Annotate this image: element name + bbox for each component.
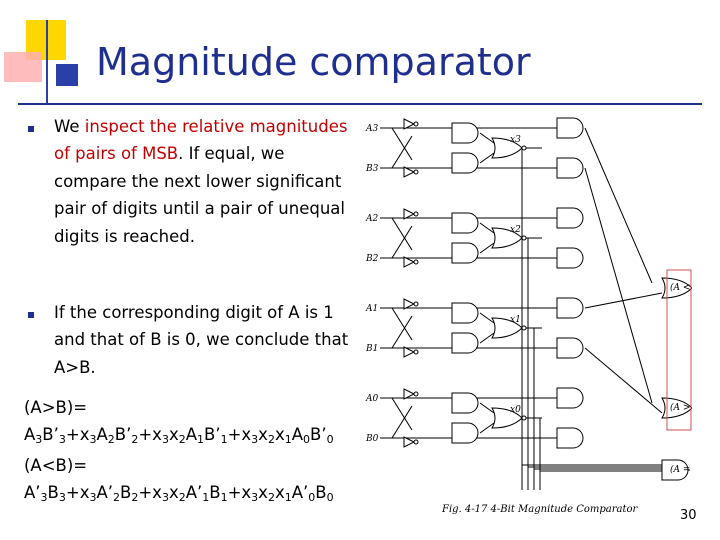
output-label-gt: (A > B) xyxy=(670,402,692,413)
and-gate xyxy=(556,337,584,359)
and-gate xyxy=(451,422,479,444)
input-label-a1: A1 xyxy=(365,304,378,314)
figure-caption: Fig. 4-17 4-Bit Magnitude Comparator xyxy=(441,504,639,515)
slide-title: Magnitude comparator xyxy=(96,40,531,84)
and-gate xyxy=(556,297,584,319)
or-gate-lt xyxy=(661,277,692,299)
nor-gate xyxy=(491,137,523,159)
gt-label: (A>B)= xyxy=(24,398,88,417)
x-label-x0: x0 xyxy=(510,405,521,415)
output-label-eq: (A = B) xyxy=(670,464,692,475)
x-label-x1: x1 xyxy=(510,315,521,325)
decor-vertical-line xyxy=(46,20,48,104)
output-highlight-box xyxy=(666,269,692,431)
not-gate xyxy=(403,118,416,130)
and-gate xyxy=(451,242,479,264)
and-gate xyxy=(556,427,584,449)
output-label-lt: (A < B) xyxy=(670,282,692,293)
bullet-marker-2 xyxy=(28,312,34,318)
and-gate-eq xyxy=(661,459,689,481)
input-label-a2: A2 xyxy=(365,214,378,224)
not-gate xyxy=(403,388,416,400)
gt-formula: A3B’3+x3A2B’2+x3x2A1B’1+x3x2x1A0B’0 xyxy=(24,425,334,446)
and-gate xyxy=(556,387,584,409)
nor-gate xyxy=(491,227,523,249)
bullet-marker-1 xyxy=(28,126,34,132)
and-gate xyxy=(556,117,584,139)
and-gate xyxy=(451,122,479,144)
input-label-a0: A0 xyxy=(365,394,378,404)
not-gate xyxy=(403,208,416,220)
nor-gate xyxy=(491,407,523,429)
x-label-x3: x3 xyxy=(510,135,521,145)
decor-square-blue xyxy=(56,64,78,86)
not-gate xyxy=(403,256,416,268)
input-label-b0: B0 xyxy=(365,434,379,444)
page-number: 30 xyxy=(680,508,697,523)
not-gate xyxy=(403,436,416,448)
and-gate xyxy=(451,302,479,324)
input-label-b1: B1 xyxy=(365,344,378,354)
and-gate xyxy=(556,157,584,179)
x-label-x2: x2 xyxy=(510,225,521,235)
bullet-1-after: . If equal, we compare the next lower si… xyxy=(54,144,345,246)
bullet-1-before: We xyxy=(54,117,85,136)
nor-gate xyxy=(491,317,523,339)
bullet-1-highlight: inspect the relative magnitudes of pairs… xyxy=(54,117,348,164)
decor-square-red xyxy=(4,52,42,82)
input-label-b3: B3 xyxy=(365,164,379,174)
not-gate xyxy=(403,166,416,178)
title-underline xyxy=(18,103,702,105)
lt-formula: A’3B3+x3A’2B2+x3x2A’1B1+x3x2x1A’0B0 xyxy=(24,483,334,504)
and-gate xyxy=(451,392,479,414)
bullet-1: We inspect the relative magnitudes of pa… xyxy=(54,113,354,250)
not-gate xyxy=(403,346,416,358)
and-gate xyxy=(451,212,479,234)
or-gate-gt xyxy=(661,397,692,419)
and-gate xyxy=(556,247,584,269)
and-gate xyxy=(556,207,584,229)
input-label-a3: A3 xyxy=(365,124,378,134)
not-gate xyxy=(403,298,416,310)
and-gate xyxy=(451,152,479,174)
input-label-b2: B2 xyxy=(365,254,379,264)
bullet-2: If the corresponding digit of A is 1 and… xyxy=(54,303,349,377)
lt-label: (A<B)= xyxy=(24,456,88,475)
and-gate xyxy=(451,332,479,354)
